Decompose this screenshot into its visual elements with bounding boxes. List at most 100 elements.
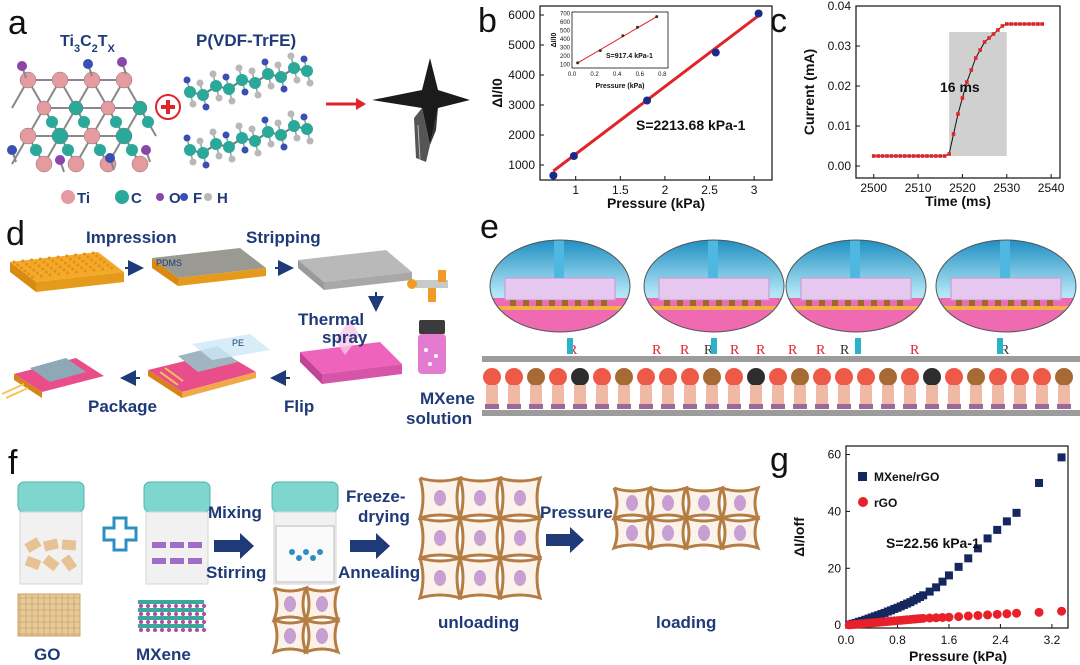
resistance-label: R <box>1000 343 1010 358</box>
pillar-head <box>549 368 567 386</box>
inset-x-tick-label: 0.4 <box>613 72 622 78</box>
pillar-body <box>992 385 1004 405</box>
y-tick-label: 5000 <box>508 38 535 52</box>
current-point <box>876 154 880 158</box>
label-loading: loading <box>656 613 716 632</box>
y-tick-label: 0.03 <box>828 39 852 53</box>
current-point <box>894 154 898 158</box>
pillar-head <box>835 368 853 386</box>
legend-label-h: H <box>217 190 228 207</box>
pillar-body <box>882 385 894 405</box>
inset-point <box>636 25 640 29</box>
pillar-head <box>637 368 655 386</box>
inset-y-tick-label: 700 <box>560 12 571 18</box>
pdms-tag: PDMS <box>156 258 182 268</box>
inset-y-tick-label: 200 <box>560 54 571 60</box>
texture-dot <box>66 271 70 275</box>
texture-dot <box>81 259 85 263</box>
current-point <box>889 154 894 158</box>
bottom-plate <box>482 410 1080 416</box>
label-unloading: unloading <box>438 613 519 632</box>
y-tick-label: 60 <box>828 448 842 462</box>
pillar-body <box>772 385 784 405</box>
rgo-point <box>944 612 954 622</box>
material-2-label: P(VDF-TrFE) <box>196 31 296 50</box>
rgo-point <box>992 609 1002 619</box>
y-axis-title: ΔI/I0 <box>489 78 505 108</box>
texture-dot <box>86 255 90 259</box>
inset-frame <box>571 11 669 69</box>
inset-y-title: ΔI/I0 <box>551 33 558 48</box>
pillar-head <box>505 368 523 386</box>
stripped-pdms-block <box>298 250 412 290</box>
data-point <box>569 152 578 160</box>
current-point <box>902 154 907 158</box>
y-axis-title: ΔI/Ioff <box>791 517 807 557</box>
pillar-head <box>945 368 963 386</box>
texture-dot <box>38 257 42 261</box>
step-pressure: Pressure <box>540 503 613 522</box>
current-point <box>982 40 987 44</box>
resistance-label: R <box>680 343 690 358</box>
inset-point <box>576 61 580 65</box>
mxene-rgo-point <box>925 587 934 596</box>
rgo-point <box>1012 608 1022 618</box>
current-point <box>925 154 929 158</box>
time-window-shade <box>949 32 1007 156</box>
panel-letter-c: c <box>770 2 787 40</box>
current-point <box>1031 22 1036 26</box>
rgo-point <box>1057 606 1067 616</box>
probe <box>997 338 1003 354</box>
y-tick-label: 4000 <box>508 68 535 82</box>
texture-dot <box>76 263 80 267</box>
current-point <box>934 154 938 158</box>
current-point <box>1022 22 1027 26</box>
x-tick-label: 2500 <box>860 181 887 195</box>
magnified-view <box>786 240 926 332</box>
texture-dot <box>55 262 59 266</box>
pillar-body <box>640 385 652 405</box>
sensitivity-annotation: S=22.56 kPa-1 <box>886 535 980 551</box>
legend-dot-c <box>115 190 129 204</box>
go-flakes <box>17 593 81 637</box>
rgo-point <box>973 610 983 620</box>
texture-dot <box>21 259 25 263</box>
texture-dot <box>41 267 45 271</box>
texture-dot <box>72 260 76 264</box>
inset-x-tick-label: 0.0 <box>568 72 577 78</box>
current-point <box>1018 22 1022 26</box>
texture-dot <box>74 253 78 257</box>
magnified-view <box>936 240 1076 332</box>
mxene-rgo-point <box>919 591 928 600</box>
y-tick-label: 0 <box>834 618 841 632</box>
current-point <box>991 32 996 36</box>
legend-label-o: O <box>169 190 181 207</box>
pillar-head <box>571 368 589 386</box>
pillar-body <box>574 385 586 405</box>
vial-go <box>17 481 85 585</box>
current-point <box>911 154 916 158</box>
current-point <box>1027 22 1031 26</box>
y-tick-label: 2000 <box>508 128 535 142</box>
step-stripping: Stripping <box>246 228 321 247</box>
current-point <box>929 154 934 158</box>
inset-x-tick-label: 0.6 <box>636 72 645 78</box>
pillar-body <box>860 385 872 405</box>
pillar-body <box>728 385 740 405</box>
pillar-body <box>618 385 630 405</box>
current-point <box>898 154 903 158</box>
y-tick-label: 20 <box>828 561 842 575</box>
data-point <box>643 96 652 105</box>
pillar-head <box>725 368 743 386</box>
resistance-label: R <box>840 343 850 358</box>
y-axis-title: Current (mA) <box>801 49 817 135</box>
legend-dot-o <box>156 193 164 201</box>
texture-dot <box>58 265 62 269</box>
current-point <box>1013 22 1018 26</box>
mxene-vial <box>418 320 446 374</box>
rgo-point <box>918 613 928 623</box>
inset-y-tick-label: 100 <box>560 63 571 69</box>
pillar-body <box>948 385 960 405</box>
